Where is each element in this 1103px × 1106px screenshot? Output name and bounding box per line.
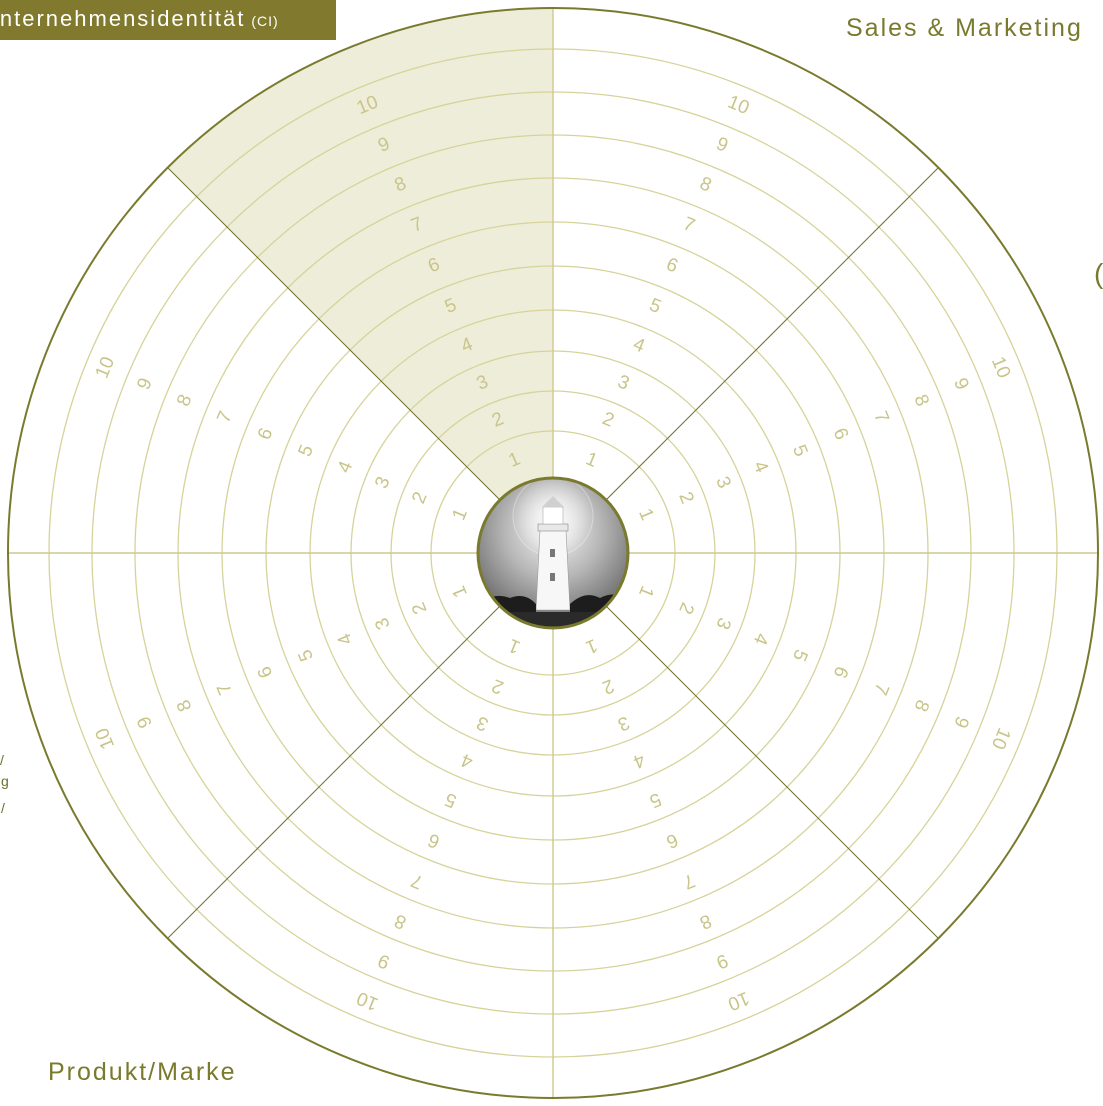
score-number: 6 (663, 254, 681, 277)
score-number: 9 (375, 949, 393, 972)
score-number: 7 (869, 680, 892, 698)
score-number: 8 (909, 697, 932, 715)
score-number: 9 (713, 949, 731, 972)
score-number: 5 (295, 442, 318, 460)
score-number: 6 (829, 425, 852, 443)
score-number: 10 (987, 725, 1014, 753)
score-number: 10 (354, 987, 382, 1014)
score-number: 9 (133, 375, 156, 393)
score-number: 8 (697, 909, 715, 932)
score-number: 10 (92, 354, 119, 382)
score-number: 4 (630, 334, 648, 358)
score-number: 8 (173, 697, 196, 715)
score-number: 2 (674, 489, 697, 507)
score-number: 5 (646, 295, 664, 318)
score-number: 7 (213, 408, 236, 426)
score-number: 2 (489, 674, 507, 697)
score-number: 3 (371, 474, 394, 492)
sector-label-fragment-left-1: / (0, 752, 4, 768)
score-number: 3 (474, 711, 492, 734)
score-number: 4 (630, 749, 648, 773)
sector-dividers (8, 8, 1098, 1098)
score-number: 3 (371, 615, 394, 633)
score-number: 4 (334, 458, 358, 476)
score-number: 3 (711, 615, 734, 633)
score-number: 1 (448, 506, 471, 524)
score-number: 9 (949, 375, 972, 393)
score-number: 6 (663, 829, 681, 852)
score-number: 1 (583, 448, 601, 471)
outer-ring (7, 7, 1099, 1099)
score-number: 9 (949, 713, 972, 731)
score-number: 1 (506, 634, 524, 657)
score-number: 4 (458, 749, 476, 773)
score-number: 6 (425, 829, 443, 852)
score-number: 2 (674, 599, 697, 617)
score-number: 7 (680, 213, 698, 236)
score-number: 10 (725, 987, 753, 1014)
sector-divider-135 (605, 605, 939, 939)
highlighted-sector[interactable] (167, 8, 553, 500)
score-number: 5 (788, 646, 811, 664)
sector-divider-225 (167, 605, 501, 939)
score-number: 5 (442, 788, 460, 811)
sector-label-fragment-left-3: / (1, 800, 5, 816)
score-number: 10 (725, 92, 753, 119)
page-title-abbr: (CI) (251, 13, 279, 29)
score-number: 6 (829, 663, 852, 681)
sector-divider-315 (167, 167, 501, 501)
score-number: 1 (448, 583, 471, 601)
score-number: 6 (254, 425, 277, 443)
score-number: 8 (909, 392, 932, 410)
score-number: 6 (254, 663, 277, 681)
score-number: 1 (634, 506, 657, 524)
score-number: 5 (788, 442, 811, 460)
sector-divider-45 (605, 167, 939, 501)
sector-label-fragment-right: ( (1094, 258, 1103, 290)
page-title: Unternehmensidentität (0, 6, 246, 31)
sector-label-sales-marketing: Sales & Marketing (846, 14, 1083, 42)
score-number: 5 (646, 788, 664, 811)
score-number: 2 (408, 599, 431, 617)
score-number: 4 (749, 458, 773, 476)
score-number: 9 (133, 713, 156, 731)
page-title-banner: Unternehmensidentität (CI) (0, 0, 336, 40)
lighthouse-icon (476, 476, 630, 630)
score-number: 9 (713, 133, 731, 156)
sector-label-produkt-marke: Produkt/Marke (48, 1058, 237, 1086)
score-number: 10 (92, 725, 119, 753)
score-number: 2 (599, 674, 617, 697)
score-number: 8 (392, 909, 410, 932)
score-number: 3 (615, 711, 633, 734)
score-number: 7 (869, 408, 892, 426)
score-number: 7 (213, 680, 236, 698)
score-number: 4 (334, 630, 358, 648)
score-number: 5 (295, 646, 318, 664)
score-number: 8 (173, 392, 196, 410)
score-number: 2 (599, 408, 617, 431)
score-number: 3 (711, 474, 734, 492)
score-number: 8 (697, 173, 715, 196)
score-number: 10 (987, 354, 1014, 382)
highlighted-sector-fill (167, 8, 553, 500)
sector-label-fragment-left-2: g (1, 773, 9, 789)
score-number: 1 (583, 634, 601, 657)
score-number: 1 (634, 583, 657, 601)
score-number: 2 (408, 489, 431, 507)
score-number: 3 (615, 371, 633, 394)
score-number: 4 (749, 630, 773, 648)
score-number: 7 (408, 869, 426, 892)
score-number: 7 (680, 869, 698, 892)
